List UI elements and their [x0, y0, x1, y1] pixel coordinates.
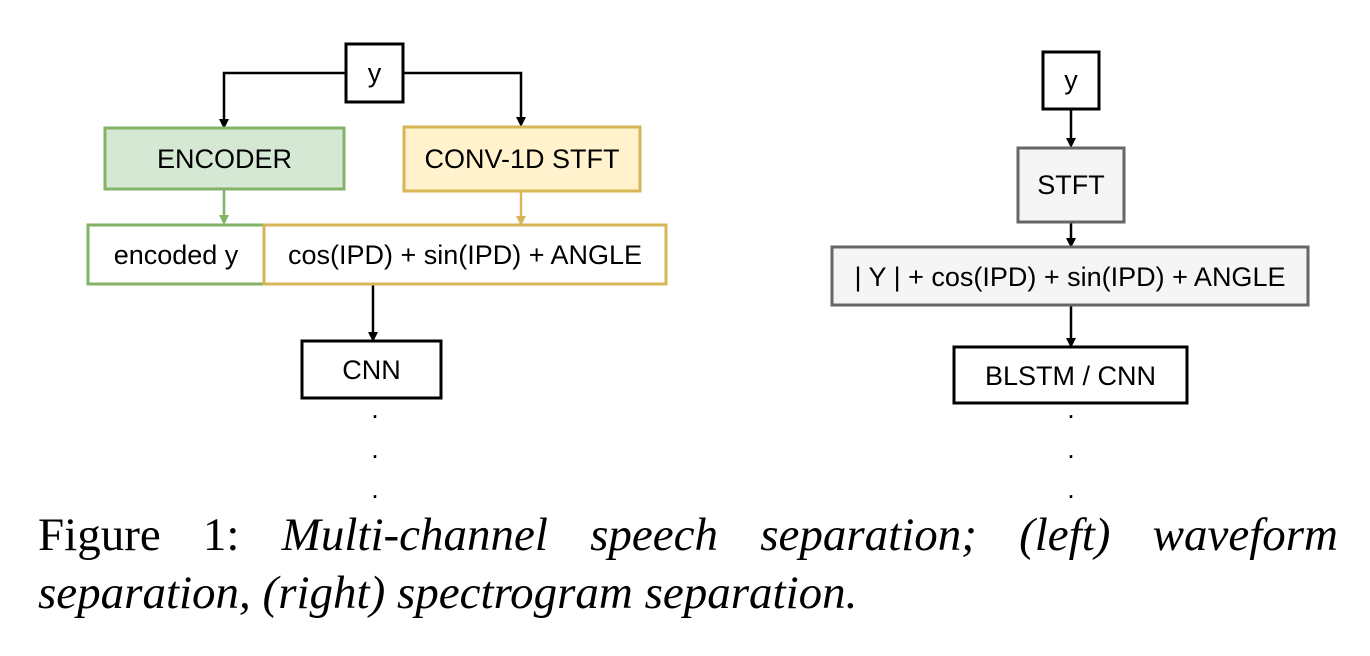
stft-box	[1016, 146, 1126, 224]
right-dot-2: .	[1067, 434, 1075, 464]
encoded-y-box	[86, 223, 266, 286]
encoder-label: ENCODER	[157, 144, 292, 174]
right-dot-1: .	[1067, 394, 1075, 424]
right-input-label: y	[1064, 65, 1078, 95]
stft-label: STFT	[1037, 170, 1105, 200]
encoder-box	[103, 126, 346, 191]
blstm-cnn-box	[952, 345, 1189, 405]
left-input-box	[344, 42, 405, 104]
conv-stft-label: CONV-1D STFT	[424, 144, 619, 174]
left-edge-y-to-stft	[403, 71, 526, 127]
encoded-y-label: encoded y	[114, 240, 239, 270]
cnn-box	[300, 339, 443, 400]
cnn-label: CNN	[342, 355, 401, 385]
right-features-box	[830, 245, 1310, 307]
blstm-cnn-label: BLSTM / CNN	[985, 361, 1156, 391]
left-dot-1: .	[371, 394, 379, 424]
left-features-label: cos(IPD) + sin(IPD) + ANGLE	[288, 240, 642, 270]
left-diagram: y ENCODER CONV-1D STFT encoded y cos(IPD…	[86, 42, 668, 504]
right-input-box	[1041, 50, 1101, 111]
left-features-box	[262, 223, 668, 286]
left-dot-2: .	[371, 434, 379, 464]
conv-stft-box	[402, 125, 642, 193]
right-dot-3: .	[1067, 474, 1075, 504]
right-diagram: y STFT | Y | + cos(IPD) + sin(IPD) + ANG…	[830, 50, 1310, 504]
right-features-label: | Y | + cos(IPD) + sin(IPD) + ANGLE	[855, 262, 1286, 292]
left-dot-3: .	[371, 474, 379, 504]
left-input-label: y	[368, 58, 382, 88]
figure-caption: Figure 1: Multi-channel speech separatio…	[38, 506, 1338, 622]
caption-label: Figure 1:	[38, 509, 240, 561]
caption-text: Multi-channel speech separation; (left) …	[38, 509, 1338, 619]
left-edge-y-to-encoder	[219, 71, 346, 129]
